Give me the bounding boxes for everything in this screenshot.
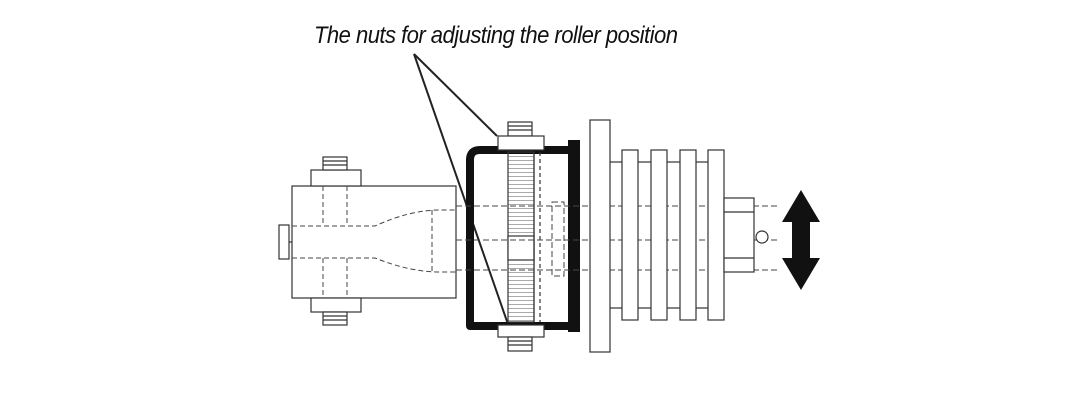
roller-bottom-nut <box>497 324 545 338</box>
left-end-cap <box>278 224 290 260</box>
adjustment-bracket <box>466 140 580 332</box>
disc-3 <box>679 149 697 321</box>
main-flange <box>589 119 611 353</box>
disc-1 <box>621 149 639 321</box>
leader-line-bottom <box>413 53 511 331</box>
left-bottom-bolt <box>322 311 348 326</box>
disc-stack <box>589 119 725 353</box>
left-top-bolt <box>322 156 348 171</box>
left-bottom-nut <box>310 297 362 313</box>
roller-top-nut <box>497 135 545 151</box>
disc-2 <box>650 149 668 321</box>
callout-label: The nuts for adjusting the roller positi… <box>314 22 678 49</box>
callout-leader-lines <box>413 53 511 331</box>
double-vertical-arrow-icon <box>782 190 820 290</box>
left-top-nut <box>310 169 362 187</box>
right-end-nut <box>723 197 769 273</box>
left-housing-body <box>291 185 457 299</box>
left-housing-hidden-lines <box>292 186 456 298</box>
left-housing <box>278 156 457 326</box>
leader-line-top <box>413 53 498 137</box>
roller-top-bolt <box>507 121 533 137</box>
disc-4 <box>707 149 725 321</box>
roller-bottom-bolt <box>507 336 533 352</box>
